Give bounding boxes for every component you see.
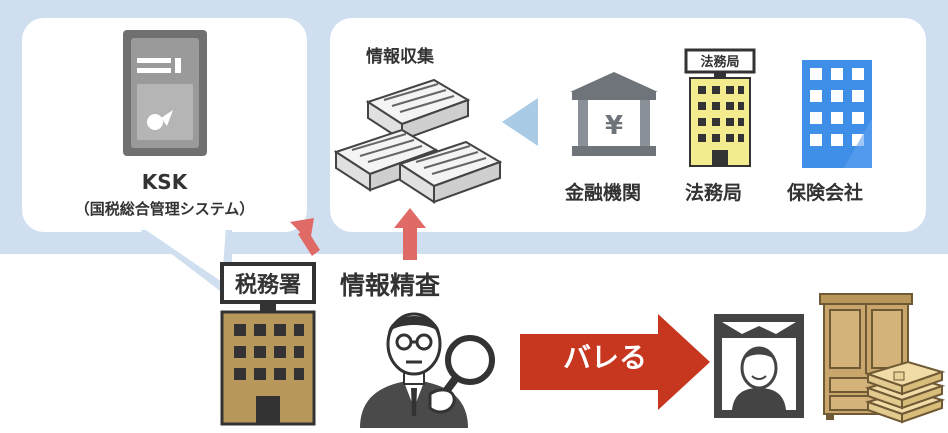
outcome-label: バレる	[562, 341, 647, 374]
server-icon	[123, 30, 207, 156]
insurance-building-icon	[802, 60, 872, 168]
source-label-legal-bureau: 法務局	[685, 182, 743, 204]
document-stack-icon	[334, 78, 503, 204]
svg-text:法務局: 法務局	[700, 54, 739, 70]
wardrobe-icon	[819, 293, 913, 420]
to-ksk-arrow-icon	[290, 218, 320, 256]
bank-icon: ¥	[570, 72, 658, 156]
speech-tail-inner	[140, 226, 226, 282]
svg-text:税務署: 税務署	[235, 272, 301, 298]
legal-bureau-building-icon: 法務局	[684, 48, 756, 167]
ksk-subtitle: （国税総合管理システム）	[74, 200, 255, 218]
svg-text:¥: ¥	[605, 111, 623, 141]
source-label-bank: 金融機関	[565, 182, 642, 204]
tax-office-building-icon: 税務署	[220, 262, 316, 426]
inspector-with-magnifier-icon	[360, 312, 495, 428]
source-label-insurance: 保険会社	[787, 182, 864, 204]
to-collection-arrow-icon	[394, 208, 426, 260]
collection-title: 情報収集	[366, 47, 434, 67]
memorial-portrait-icon	[714, 314, 804, 418]
outcome-arrow-icon	[520, 314, 710, 410]
cash-bundles-icon	[864, 360, 946, 424]
inspection-label: 情報精査	[340, 271, 441, 300]
collection-arrow-icon	[502, 98, 538, 146]
ksk-title: KSK	[141, 170, 188, 194]
